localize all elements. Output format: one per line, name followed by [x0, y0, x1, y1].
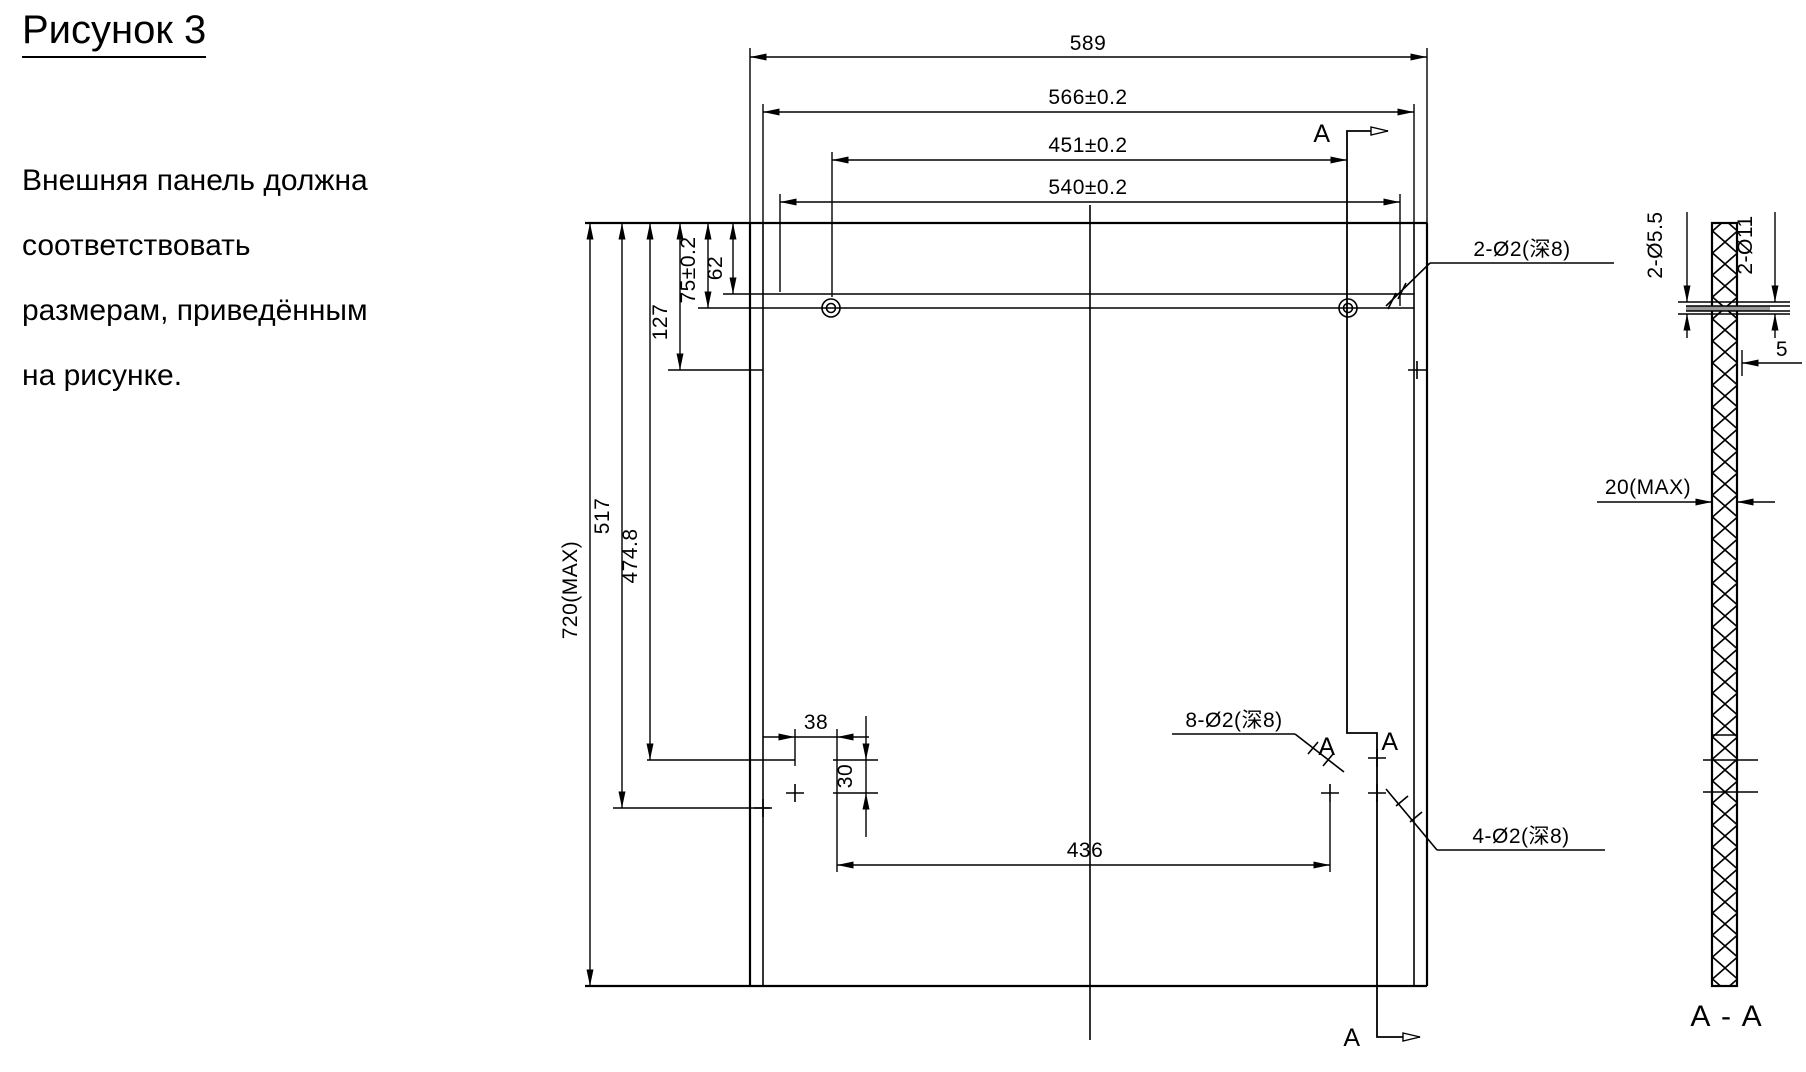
- section-hole-band: [1686, 306, 1770, 311]
- left-dimensions: 720(MAX) 517 474.8 127 75±0.2 62: [559, 223, 737, 986]
- leader-slash: [1397, 282, 1407, 300]
- leader-slash: [1307, 741, 1319, 755]
- panel-feature-lines: [613, 205, 1415, 1040]
- section-view-label: A - A: [1690, 1000, 1763, 1033]
- dim-text-127: 127: [649, 304, 672, 341]
- dim-text-2xO55: 2-Ø5.5: [1644, 211, 1667, 278]
- right-hole-outer: [1338, 298, 1358, 318]
- panel-outline: [585, 221, 1429, 988]
- section-marker-a-bottom: A: [1343, 1024, 1360, 1052]
- dim-text-436: 436: [1067, 839, 1104, 862]
- section-marker-a-jog-right: A: [1381, 728, 1398, 756]
- leader-slash: [1395, 795, 1409, 807]
- leader-slash: [1409, 811, 1423, 823]
- section-marker-a-top: A: [1313, 120, 1330, 148]
- section-view: 2-Ø5.5 2-Ø11 5 20(MAX) A - A: [1597, 211, 1802, 1033]
- note-line-4: на рисунке.: [22, 359, 183, 392]
- right-hole-inner: [1342, 302, 1354, 314]
- hole-center-cross: [1408, 361, 1426, 379]
- dim-text-5: 5: [1776, 338, 1788, 361]
- dim-text-451: 451±0.2: [1048, 134, 1127, 157]
- dim-text-30: 30: [834, 764, 857, 788]
- left-hole-outer: [821, 298, 841, 318]
- note-line-3: размерам, приведённым: [22, 294, 368, 327]
- hole-center-cross: [754, 799, 772, 817]
- dim-text-62: 62: [704, 256, 727, 280]
- dim-text-4748: 474.8: [619, 528, 642, 583]
- hole-center-cross: [1321, 784, 1339, 802]
- leader-text-4xO2: 4-Ø2(深8): [1472, 825, 1569, 848]
- hole-center-cross: [786, 784, 804, 802]
- dim-text-20max: 20(MAX): [1605, 476, 1691, 499]
- dim-text-720max: 720(MAX): [559, 541, 582, 640]
- leader-line: [1294, 733, 1345, 773]
- dim-text-75: 75±0.2: [677, 236, 700, 303]
- leader-slash: [1387, 292, 1397, 310]
- lower-left-dimensions: 38 30 436: [763, 711, 1331, 872]
- section-line-path: [1346, 126, 1421, 1042]
- left-hole-inner: [825, 302, 837, 314]
- leader-text-8xO2: 8-Ø2(深8): [1185, 709, 1282, 732]
- figure-title: Рисунок 3: [22, 8, 207, 58]
- top-dimensions: 589 566±0.2 451±0.2 540±0.2: [749, 32, 1428, 306]
- dim-text-589: 589: [1070, 32, 1107, 55]
- dim-text-540: 540±0.2: [1048, 176, 1127, 199]
- dim-text-566: 566±0.2: [1048, 86, 1127, 109]
- section-marker-a-jog-left: A: [1318, 733, 1335, 761]
- leader-slash: [1322, 753, 1334, 767]
- top-mounting-holes: [821, 298, 1358, 318]
- leader-line: [1385, 788, 1438, 851]
- dim-text-517: 517: [591, 498, 614, 535]
- dim-text-38: 38: [804, 711, 828, 734]
- panel-section-bar: [1710, 221, 1739, 988]
- note-line-2: соответствовать: [22, 229, 251, 262]
- note-line-1: Внешняя панель должна: [22, 164, 368, 197]
- leader-text-2xO2: 2-Ø2(深8): [1473, 238, 1570, 261]
- hole-leaders: 2-Ø2(深8) 8-Ø2(深8) 4-Ø2(深8): [1172, 238, 1614, 851]
- section-cut-line: A A A A: [1313, 120, 1421, 1052]
- dim-text-2xO11: 2-Ø11: [1734, 215, 1757, 274]
